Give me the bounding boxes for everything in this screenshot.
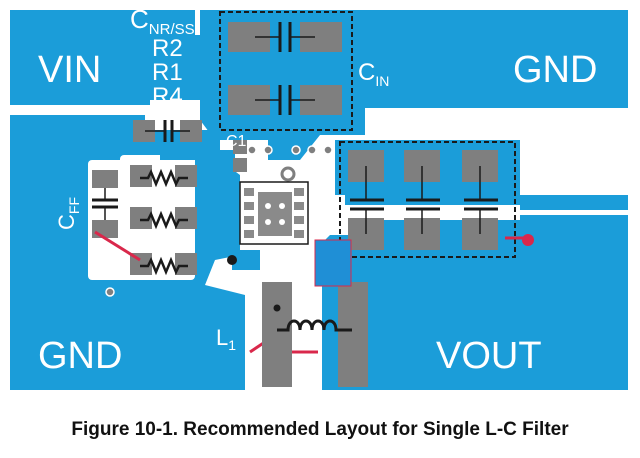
vout-sense-via	[280, 166, 296, 182]
ldo-ic	[239, 181, 309, 245]
pin1-marker	[227, 255, 237, 265]
vias	[105, 145, 333, 297]
inner-traces	[160, 140, 260, 270]
cin-label: CIN	[358, 59, 389, 89]
vout-label: VOUT	[436, 335, 542, 377]
vin-label: VIN	[38, 49, 101, 91]
cout-outline	[339, 141, 516, 258]
vout-via-red	[522, 234, 534, 246]
cin-outline	[219, 11, 353, 131]
c1-capacitor	[233, 140, 247, 172]
cin-capacitors	[228, 22, 342, 115]
gnd-bottom-label: GND	[38, 335, 122, 377]
cout-capacitors	[348, 150, 498, 250]
cout-label: COUT	[396, 111, 443, 141]
cnr-ss-capacitor	[133, 120, 202, 142]
cnr-ss-label: CNR/SS	[130, 4, 195, 38]
gnd-top-label: GND	[513, 49, 597, 91]
r1-label: R1	[152, 59, 183, 86]
l1-label: L1	[216, 325, 236, 353]
pcb-layout: VIN GND GND VOUT CNR/SS R2 R1 R4 C1 CIN …	[10, 4, 628, 390]
cff-label: CFF	[54, 197, 82, 230]
figure-caption: Figure 10-1. Recommended Layout for Sing…	[71, 419, 569, 440]
inductor-l1	[262, 239, 368, 387]
c1-label: C1	[226, 133, 247, 150]
resistors	[130, 165, 197, 276]
r2-label: R2	[152, 35, 183, 62]
r4-label: R4	[152, 83, 183, 110]
